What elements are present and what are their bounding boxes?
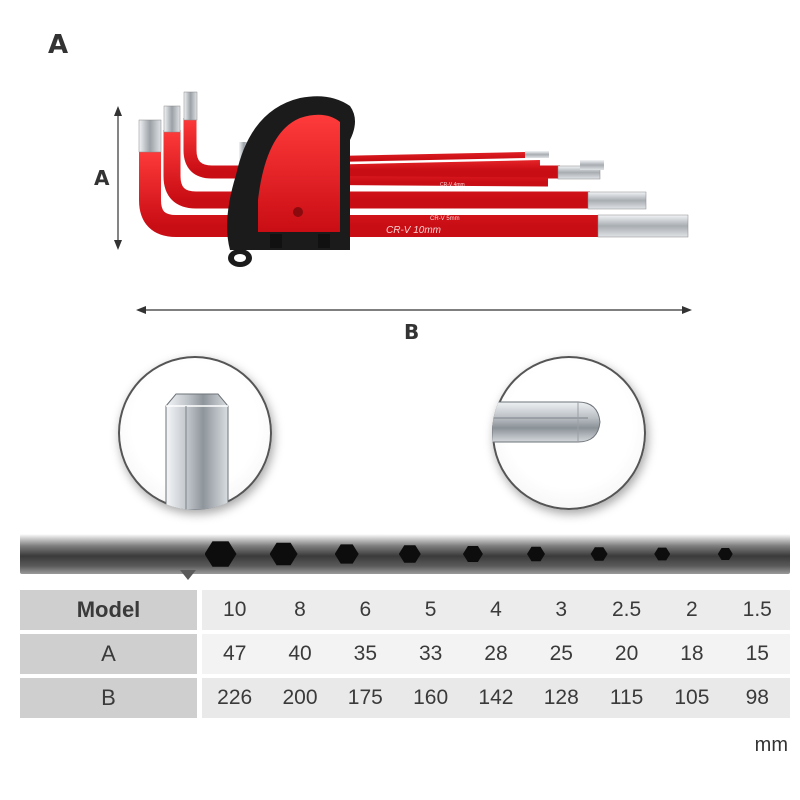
table-cell: 1.5 — [724, 590, 790, 630]
wrench-8mm — [163, 105, 647, 210]
table-cell: 8 — [267, 590, 333, 630]
engraving-10mm: CR-V 10mm — [386, 225, 441, 236]
dimension-arrow-b — [136, 306, 692, 314]
hex-tip-horizontal-closeup — [492, 401, 601, 443]
table-cell: 200 — [267, 678, 333, 718]
table-cell: 2 — [659, 590, 725, 630]
engraving-4mm: CR-V 4mm — [440, 182, 465, 188]
wrench-holder — [227, 96, 355, 267]
table-cell: 6 — [332, 590, 398, 630]
table-cell: 28 — [463, 634, 529, 674]
engraving-5mm: CR-V 5mm — [430, 216, 460, 222]
dimension-label-b: B — [404, 320, 420, 344]
table-cell: 40 — [267, 634, 333, 674]
table-cell: 128 — [528, 678, 594, 718]
table-cell: 25 — [528, 634, 594, 674]
table-cell: 4 — [463, 590, 529, 630]
table-cell: 47 — [202, 634, 268, 674]
table-cell: 175 — [332, 678, 398, 718]
row-header-a: A — [20, 634, 203, 674]
row-header-model: Model — [20, 590, 203, 630]
hex-marker — [654, 547, 671, 561]
corner-label: A — [48, 30, 69, 60]
hex-key-set-illustration: CR-V 10mm CR-V 5mm CR-V 4mm — [114, 91, 692, 314]
table-cell: 226 — [202, 678, 268, 718]
hex-marker — [334, 544, 359, 564]
table-cell: 105 — [659, 678, 725, 718]
hex-marker — [717, 547, 733, 561]
table-cell: 160 — [397, 678, 464, 718]
table-cell: 5 — [397, 590, 464, 630]
unit-label: mm — [754, 734, 788, 756]
hex-marker — [269, 542, 298, 566]
hex-size-markers — [0, 534, 800, 574]
table-cell: 98 — [724, 678, 790, 718]
detail-circle-long-end — [492, 356, 646, 510]
hex-marker — [462, 546, 483, 562]
detail-circle-short-end — [118, 356, 272, 510]
wrench-10mm — [138, 119, 689, 238]
dimension-arrow-a — [114, 106, 122, 250]
hex-marker — [398, 545, 421, 563]
table-cell: 18 — [659, 634, 725, 674]
row-header-b: B — [20, 678, 203, 718]
size-strip-pointer — [180, 570, 196, 580]
hex-tip-vertical-closeup — [165, 393, 229, 510]
table-cell: 33 — [397, 634, 464, 674]
dimension-label-a: A — [94, 166, 110, 190]
table-cell: 35 — [332, 634, 398, 674]
table-cell: 20 — [593, 634, 660, 674]
wrench-6mm — [183, 91, 601, 180]
hex-marker — [204, 541, 237, 567]
table-cell: 142 — [463, 678, 529, 718]
table-cell: 10 — [202, 590, 268, 630]
table-cell: 15 — [724, 634, 790, 674]
table-cell: 2.5 — [593, 590, 660, 630]
hex-marker — [590, 547, 608, 561]
table-cell: 3 — [528, 590, 594, 630]
table-cell: 115 — [593, 678, 660, 718]
hex-marker — [527, 546, 545, 562]
